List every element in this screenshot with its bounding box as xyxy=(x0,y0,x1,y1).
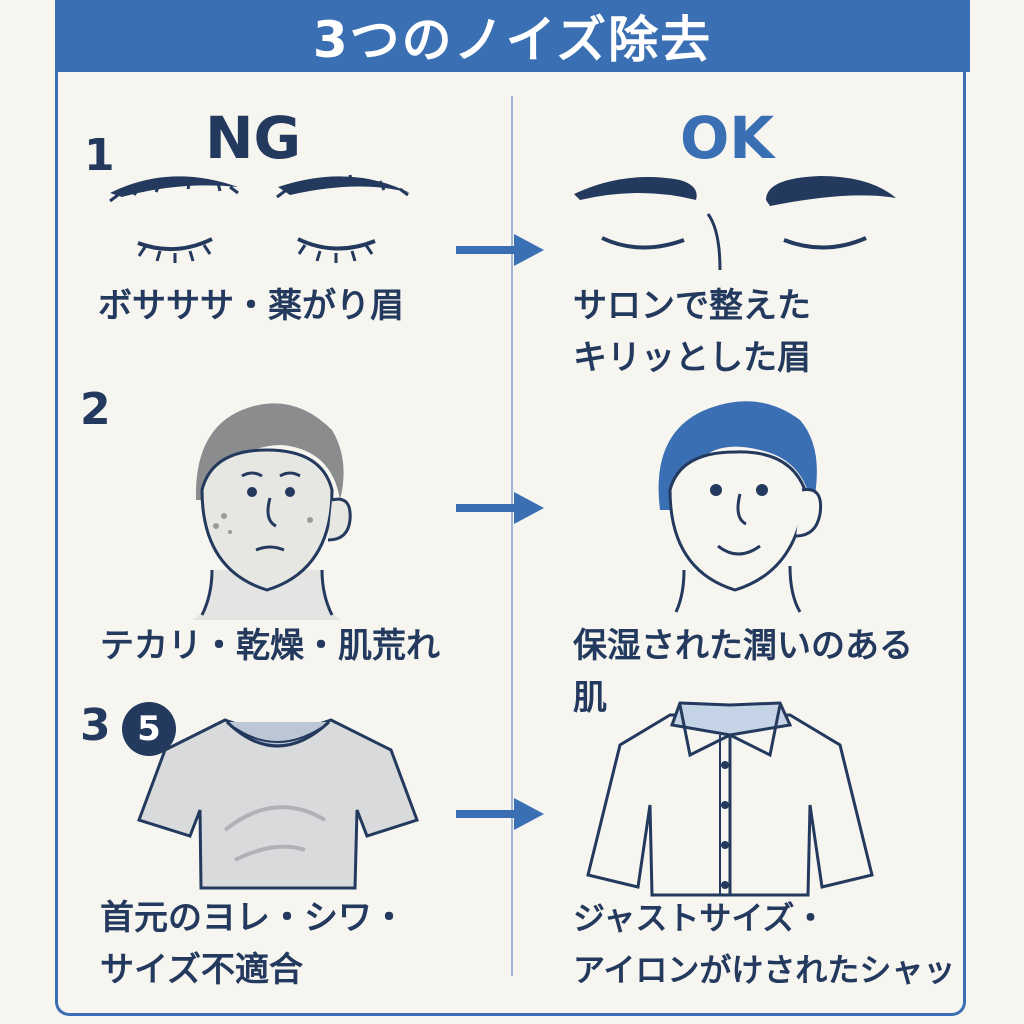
column-divider xyxy=(511,96,513,976)
arrow-right-icon xyxy=(456,234,544,266)
content-panel xyxy=(55,72,966,1016)
ng-label-2: テカリ・乾燥・肌荒れ xyxy=(100,626,440,666)
arrow-right-icon xyxy=(456,492,544,524)
ok-eyebrow-icon xyxy=(574,176,896,271)
shirt-icon xyxy=(586,701,874,897)
tshirt-icon xyxy=(137,718,419,890)
page-title: 3つのノイズ除去 xyxy=(55,0,970,72)
item-number-2: 2 xyxy=(80,384,111,435)
ng-label-3: 首元のヨレ・シワ・ サイズ不適合 xyxy=(100,898,406,990)
ok-label-2: 保湿された潤いのある 肌 xyxy=(573,626,913,718)
ng-label-1: ボサササ・薬がり眉 xyxy=(98,286,404,326)
ok-column-heading: OK xyxy=(680,104,775,172)
item-number-1: 1 xyxy=(84,130,115,181)
count-badge: 5 xyxy=(122,702,176,756)
arrow-right-icon xyxy=(456,798,544,830)
item-number-3: 3 xyxy=(80,700,111,751)
ok-label-3: ジャストサイズ・ アイロンがけされたシャッ xyxy=(573,899,956,989)
ok-label-1: サロンで整えた キリッとした眉 xyxy=(573,286,811,378)
ng-column-heading: NG xyxy=(205,104,302,172)
ok-face-icon xyxy=(658,401,823,613)
ng-eyebrow-icon xyxy=(109,174,410,263)
ng-face-icon xyxy=(192,403,352,620)
